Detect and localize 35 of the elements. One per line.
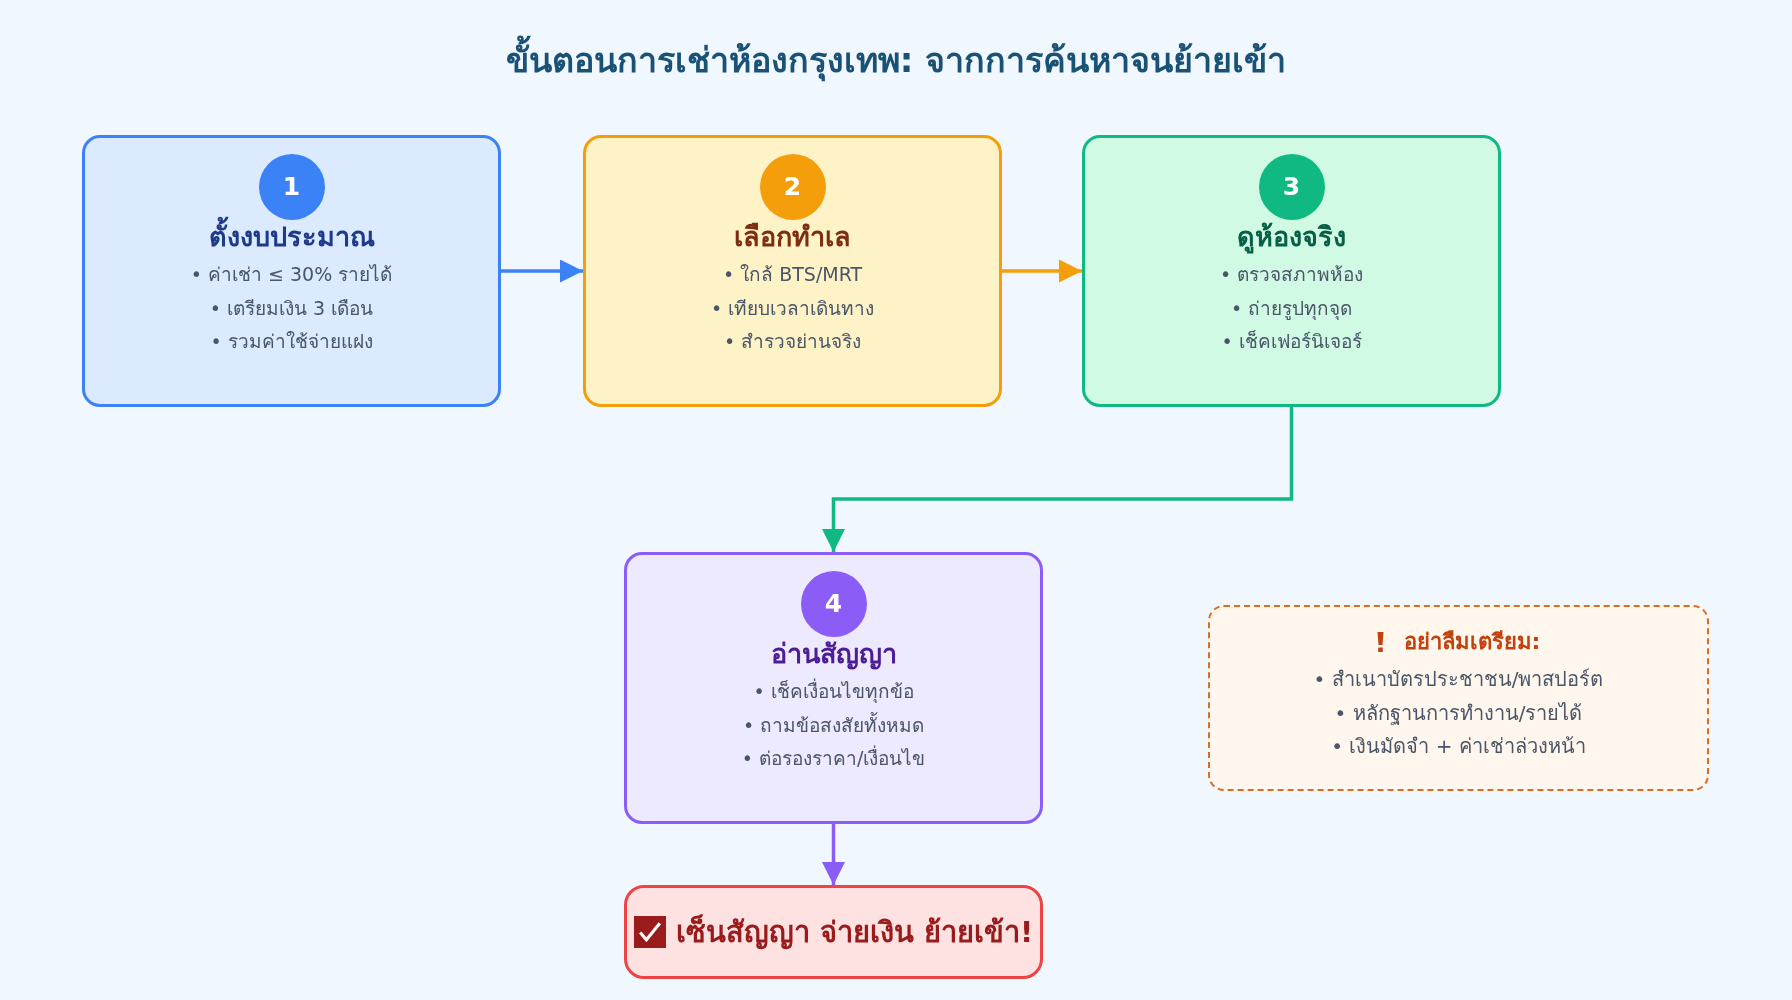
step-title: อ่านสัญญา bbox=[770, 637, 897, 672]
bullet-item: • ต่อรองราคา/เงื่อนไข bbox=[741, 744, 926, 771]
step-number: 1 bbox=[258, 154, 325, 220]
checklist-item: • หลักฐานการทำงาน/รายได้ bbox=[1334, 699, 1583, 727]
step-card bbox=[1082, 135, 1501, 407]
step-title: ดูห้องจริง bbox=[1237, 220, 1346, 255]
reminder-card bbox=[1208, 605, 1709, 791]
bullet-item: • เทียบเวลาเดินทาง bbox=[710, 295, 875, 321]
reminder-title: อย่าลืมเตรียม: bbox=[1403, 628, 1541, 656]
bullet-item: • ค่าเช่า ≤ 30% รายได้ bbox=[190, 262, 393, 287]
step-card bbox=[583, 135, 1002, 407]
step-number: 2 bbox=[759, 154, 826, 220]
step-card bbox=[82, 135, 501, 407]
bullet-item: • ถ่ายรูปทุกจุด bbox=[1230, 295, 1353, 322]
diagram-title: ขั้นตอนการเช่าห้องกรุงเทพ: จากการค้นหาจนย้ายเข้า bbox=[0, 36, 1792, 84]
bullet-item: • ตรวจสภาพห้อง bbox=[1219, 262, 1364, 287]
arrow bbox=[501, 259, 583, 283]
bullet-item: • เช็คเฟอร์นิเจอร์ bbox=[1221, 329, 1362, 354]
step-number: 4 bbox=[800, 571, 867, 637]
bullet-item: • ใกล้ BTS/MRT bbox=[722, 262, 863, 287]
bullet-item: • ถามข้อสงสัยทั้งหมด bbox=[742, 711, 925, 738]
final-step-text: เซ็นสัญญา จ่ายเงิน ย้ายเข้า! bbox=[675, 913, 1034, 951]
step-number: 3 bbox=[1258, 154, 1325, 220]
arrow bbox=[822, 407, 1294, 552]
checklist-item: • สำเนาบัตรประชาชน/พาสปอร์ต bbox=[1313, 666, 1604, 693]
bullet-item: • รวมค่าใช้จ่ายแฝง bbox=[210, 329, 373, 354]
bullet-item: • เตรียมเงิน 3 เดือน bbox=[209, 295, 374, 321]
arrow bbox=[822, 824, 845, 885]
checklist-item: • เงินมัดจำ + ค่าเช่าล่วงหน้า bbox=[1331, 733, 1586, 760]
arrow bbox=[1002, 259, 1082, 283]
bullet-item: • สำรวจย่านจริง bbox=[723, 329, 862, 354]
bullet-item: • เช็คเงื่อนไขทุกข้อ bbox=[753, 677, 914, 705]
step-card bbox=[624, 552, 1043, 824]
final-step-card bbox=[624, 885, 1043, 979]
step-title: เลือกทำเล bbox=[734, 220, 851, 254]
